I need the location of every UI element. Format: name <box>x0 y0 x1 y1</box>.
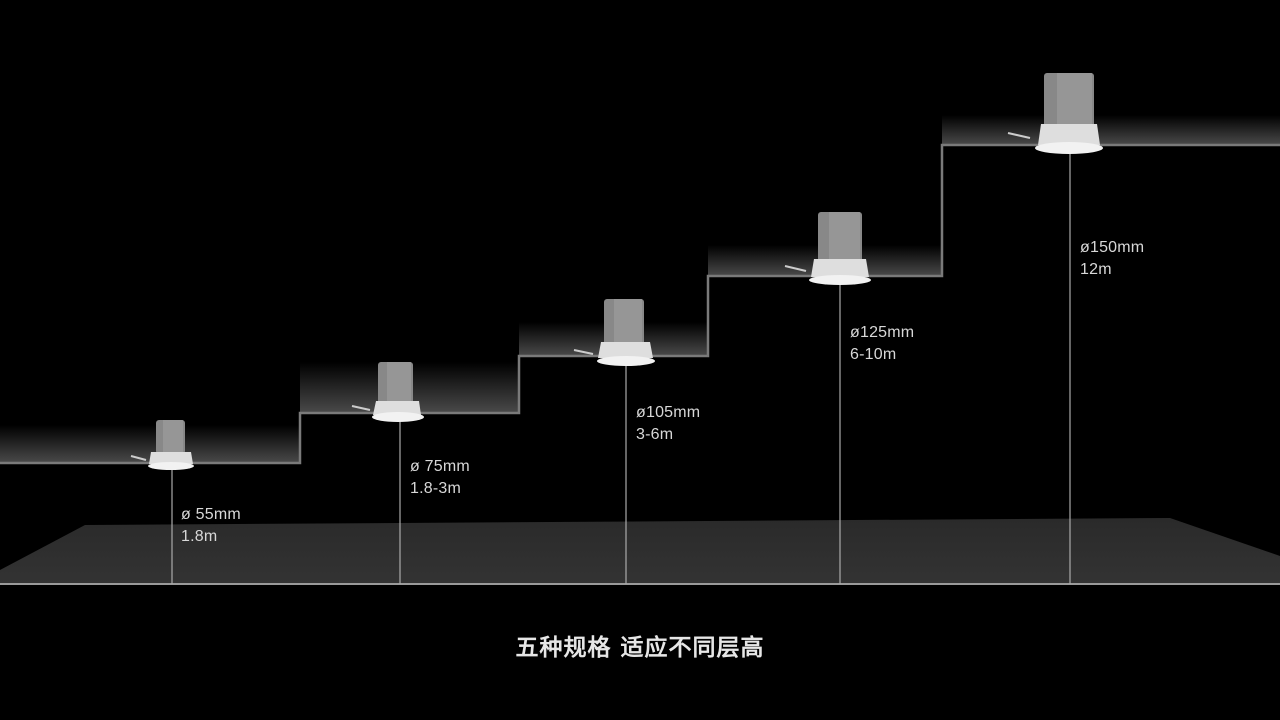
floor-plane <box>0 518 1280 584</box>
spec-height: 3-6m <box>636 426 674 443</box>
spec-diameter: ø125mm <box>850 324 915 341</box>
downlight-icon-150mm <box>1007 73 1103 154</box>
spec-diameter: ø 55mm <box>181 506 241 523</box>
caption-title: 五种规格 适应不同层高 <box>515 635 765 661</box>
spec-height: 1.8-3m <box>410 480 461 497</box>
spec-diameter: ø105mm <box>636 404 701 421</box>
spec-diameter: ø 75mm <box>410 458 470 475</box>
spec-height: 1.8m <box>181 528 218 545</box>
downlight-icon-55mm <box>130 420 194 470</box>
spec-label-3: ø105mm 3-6m <box>636 402 700 446</box>
ceiling-band-5 <box>942 115 1280 145</box>
spec-label-2: ø 75mm 1.8-3m <box>410 456 470 500</box>
ceiling-band-1 <box>0 425 300 463</box>
downlight-icon-125mm <box>784 212 871 285</box>
spec-diameter: ø150mm <box>1080 239 1145 256</box>
downlight-icon-75mm <box>351 362 424 422</box>
spec-height: 12m <box>1080 261 1112 278</box>
spec-label-1: ø 55mm 1.8m <box>181 504 241 548</box>
spec-height: 6-10m <box>850 346 897 363</box>
downlight-icon-105mm <box>573 299 655 366</box>
spec-label-4: ø125mm 6-10m <box>850 322 914 366</box>
spec-label-5: ø150mm 12m <box>1080 237 1144 281</box>
